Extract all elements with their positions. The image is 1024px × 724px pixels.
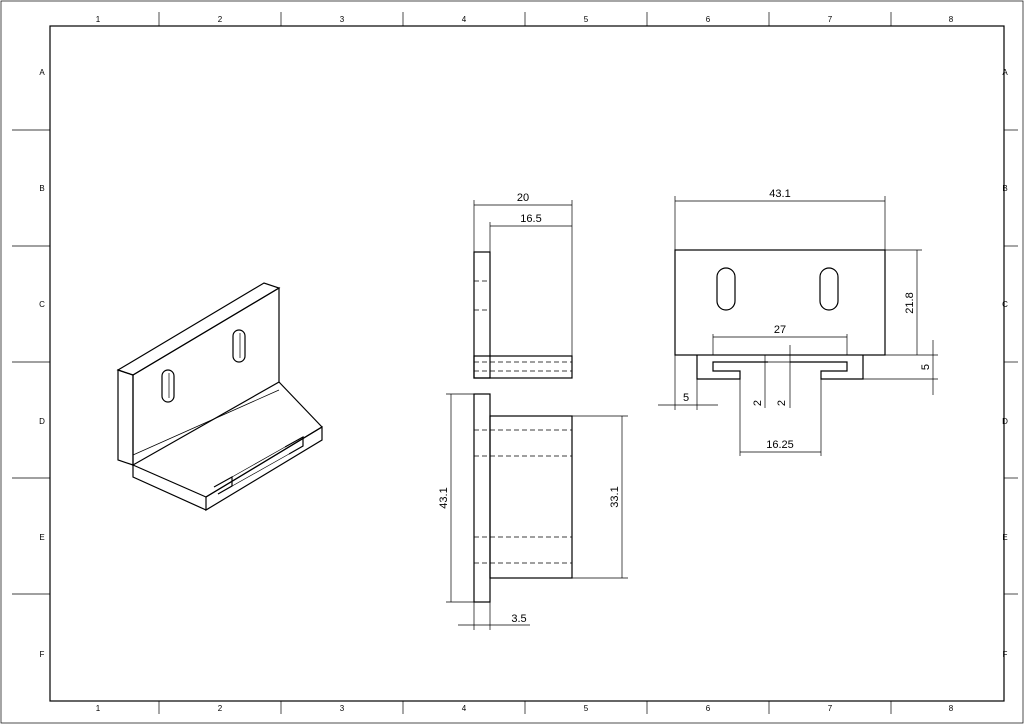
col-label-top-6: 6 [706,15,711,24]
side-view [446,393,628,630]
row-label-right-A: A [1002,68,1008,77]
row-label-right-D: D [1002,417,1008,426]
dim-front-width: 43.1 [769,188,790,200]
row-label-right-B: B [1002,184,1007,193]
front-view [658,196,938,456]
row-label-left-A: A [39,68,45,77]
row-label-left-E: E [39,533,44,542]
dim-top-width: 20 [517,192,529,204]
column-dividers [158,12,892,714]
col-label-top-4: 4 [462,15,467,24]
col-label-bottom-6: 6 [706,704,711,713]
dim-side-thickness: 3.5 [511,613,526,625]
dim-side-height: 43.1 [438,487,450,508]
row-label-right-E: E [1002,533,1007,542]
isometric-view [116,282,323,512]
row-label-left-B: B [39,184,44,193]
dim-groove-b: 2 [776,400,788,406]
col-label-top-5: 5 [584,15,589,24]
col-label-top-8: 8 [949,15,954,24]
col-label-bottom-7: 7 [828,704,833,713]
col-label-top-2: 2 [218,15,223,24]
dim-groove-a: 2 [752,400,764,406]
col-label-bottom-3: 3 [340,704,345,713]
dim-slot-spacing: 27 [774,324,786,336]
dim-side-inner-height: 33.1 [609,486,621,507]
row-dividers [12,129,1018,595]
col-label-bottom-4: 4 [462,704,467,713]
dim-front-height: 21.8 [904,292,916,313]
row-label-right-C: C [1002,300,1008,309]
col-label-top-7: 7 [828,15,833,24]
row-label-left-F: F [40,650,45,659]
dim-lip-height: 5 [920,364,932,370]
col-label-top-3: 3 [340,15,345,24]
col-label-bottom-1: 1 [96,704,101,713]
col-label-bottom-8: 8 [949,704,954,713]
col-label-top-1: 1 [96,15,101,24]
dim-groove-width: 16.25 [766,439,794,451]
col-label-bottom-2: 2 [218,704,223,713]
row-label-right-F: F [1003,650,1008,659]
inner-frame [49,25,1005,702]
row-label-left-D: D [39,417,45,426]
dim-left-offset: 5 [683,392,689,404]
top-view [473,200,573,379]
row-label-left-C: C [39,300,45,309]
col-label-bottom-5: 5 [584,704,589,713]
dim-top-inner: 16.5 [520,213,541,225]
